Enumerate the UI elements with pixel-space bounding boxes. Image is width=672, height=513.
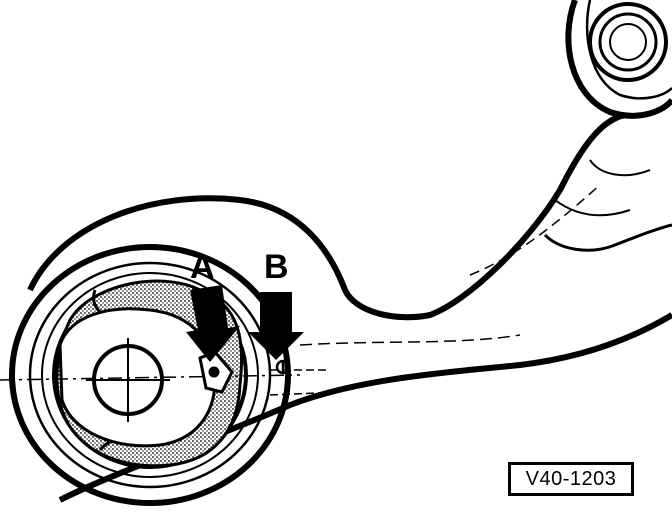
mark-b xyxy=(275,359,291,375)
figure-reference-code: V40-1203 xyxy=(508,462,634,496)
arrow-down-icon xyxy=(186,285,240,362)
callout-b: B xyxy=(264,248,289,286)
arrow-down-icon xyxy=(248,292,304,360)
axis-lines xyxy=(0,369,341,396)
callout-a: A xyxy=(190,248,215,286)
upper-bushing xyxy=(565,0,672,119)
